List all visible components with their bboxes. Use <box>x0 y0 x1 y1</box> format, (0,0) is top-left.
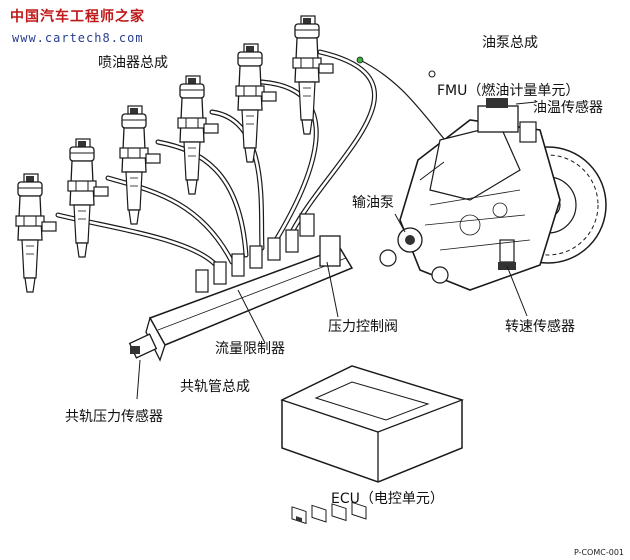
injector-1 <box>15 173 57 293</box>
harness-wire <box>359 59 446 141</box>
label-common-rail-assembly: 共轨管总成 <box>180 379 250 395</box>
label-fmu: FMU（燃油计量单元） <box>437 83 580 99</box>
injector-3 <box>119 105 161 225</box>
figure-code: P-COMC-001 <box>573 548 624 557</box>
common-rail <box>128 213 354 362</box>
fuel-pump <box>379 98 607 291</box>
watermark-site-name: 中国汽车工程师之家 <box>10 9 145 25</box>
injector-2 <box>67 138 109 258</box>
label-oil-temp-sensor: 油温传感器 <box>533 100 603 116</box>
injector-6 <box>292 15 334 135</box>
connector-dot <box>356 56 364 64</box>
injector-5 <box>235 43 277 163</box>
label-pump-assembly: 油泵总成 <box>482 35 538 51</box>
label-ecu: ECU（电控单元） <box>331 491 444 507</box>
leader-lines <box>136 101 537 400</box>
label-feed-pump: 输油泵 <box>352 195 394 211</box>
ecu-unit <box>280 365 464 525</box>
label-speed-sensor: 转速传感器 <box>505 319 575 335</box>
watermark-url: www.cartech8.com <box>12 31 144 45</box>
label-pressure-control-valve: 压力控制阀 <box>328 319 398 335</box>
injector-4 <box>177 75 219 195</box>
label-rail-pressure-sensor: 共轨压力传感器 <box>65 409 163 425</box>
label-flow-limiter: 流量限制器 <box>215 341 285 357</box>
label-injector-assembly: 喷油器总成 <box>98 55 168 71</box>
